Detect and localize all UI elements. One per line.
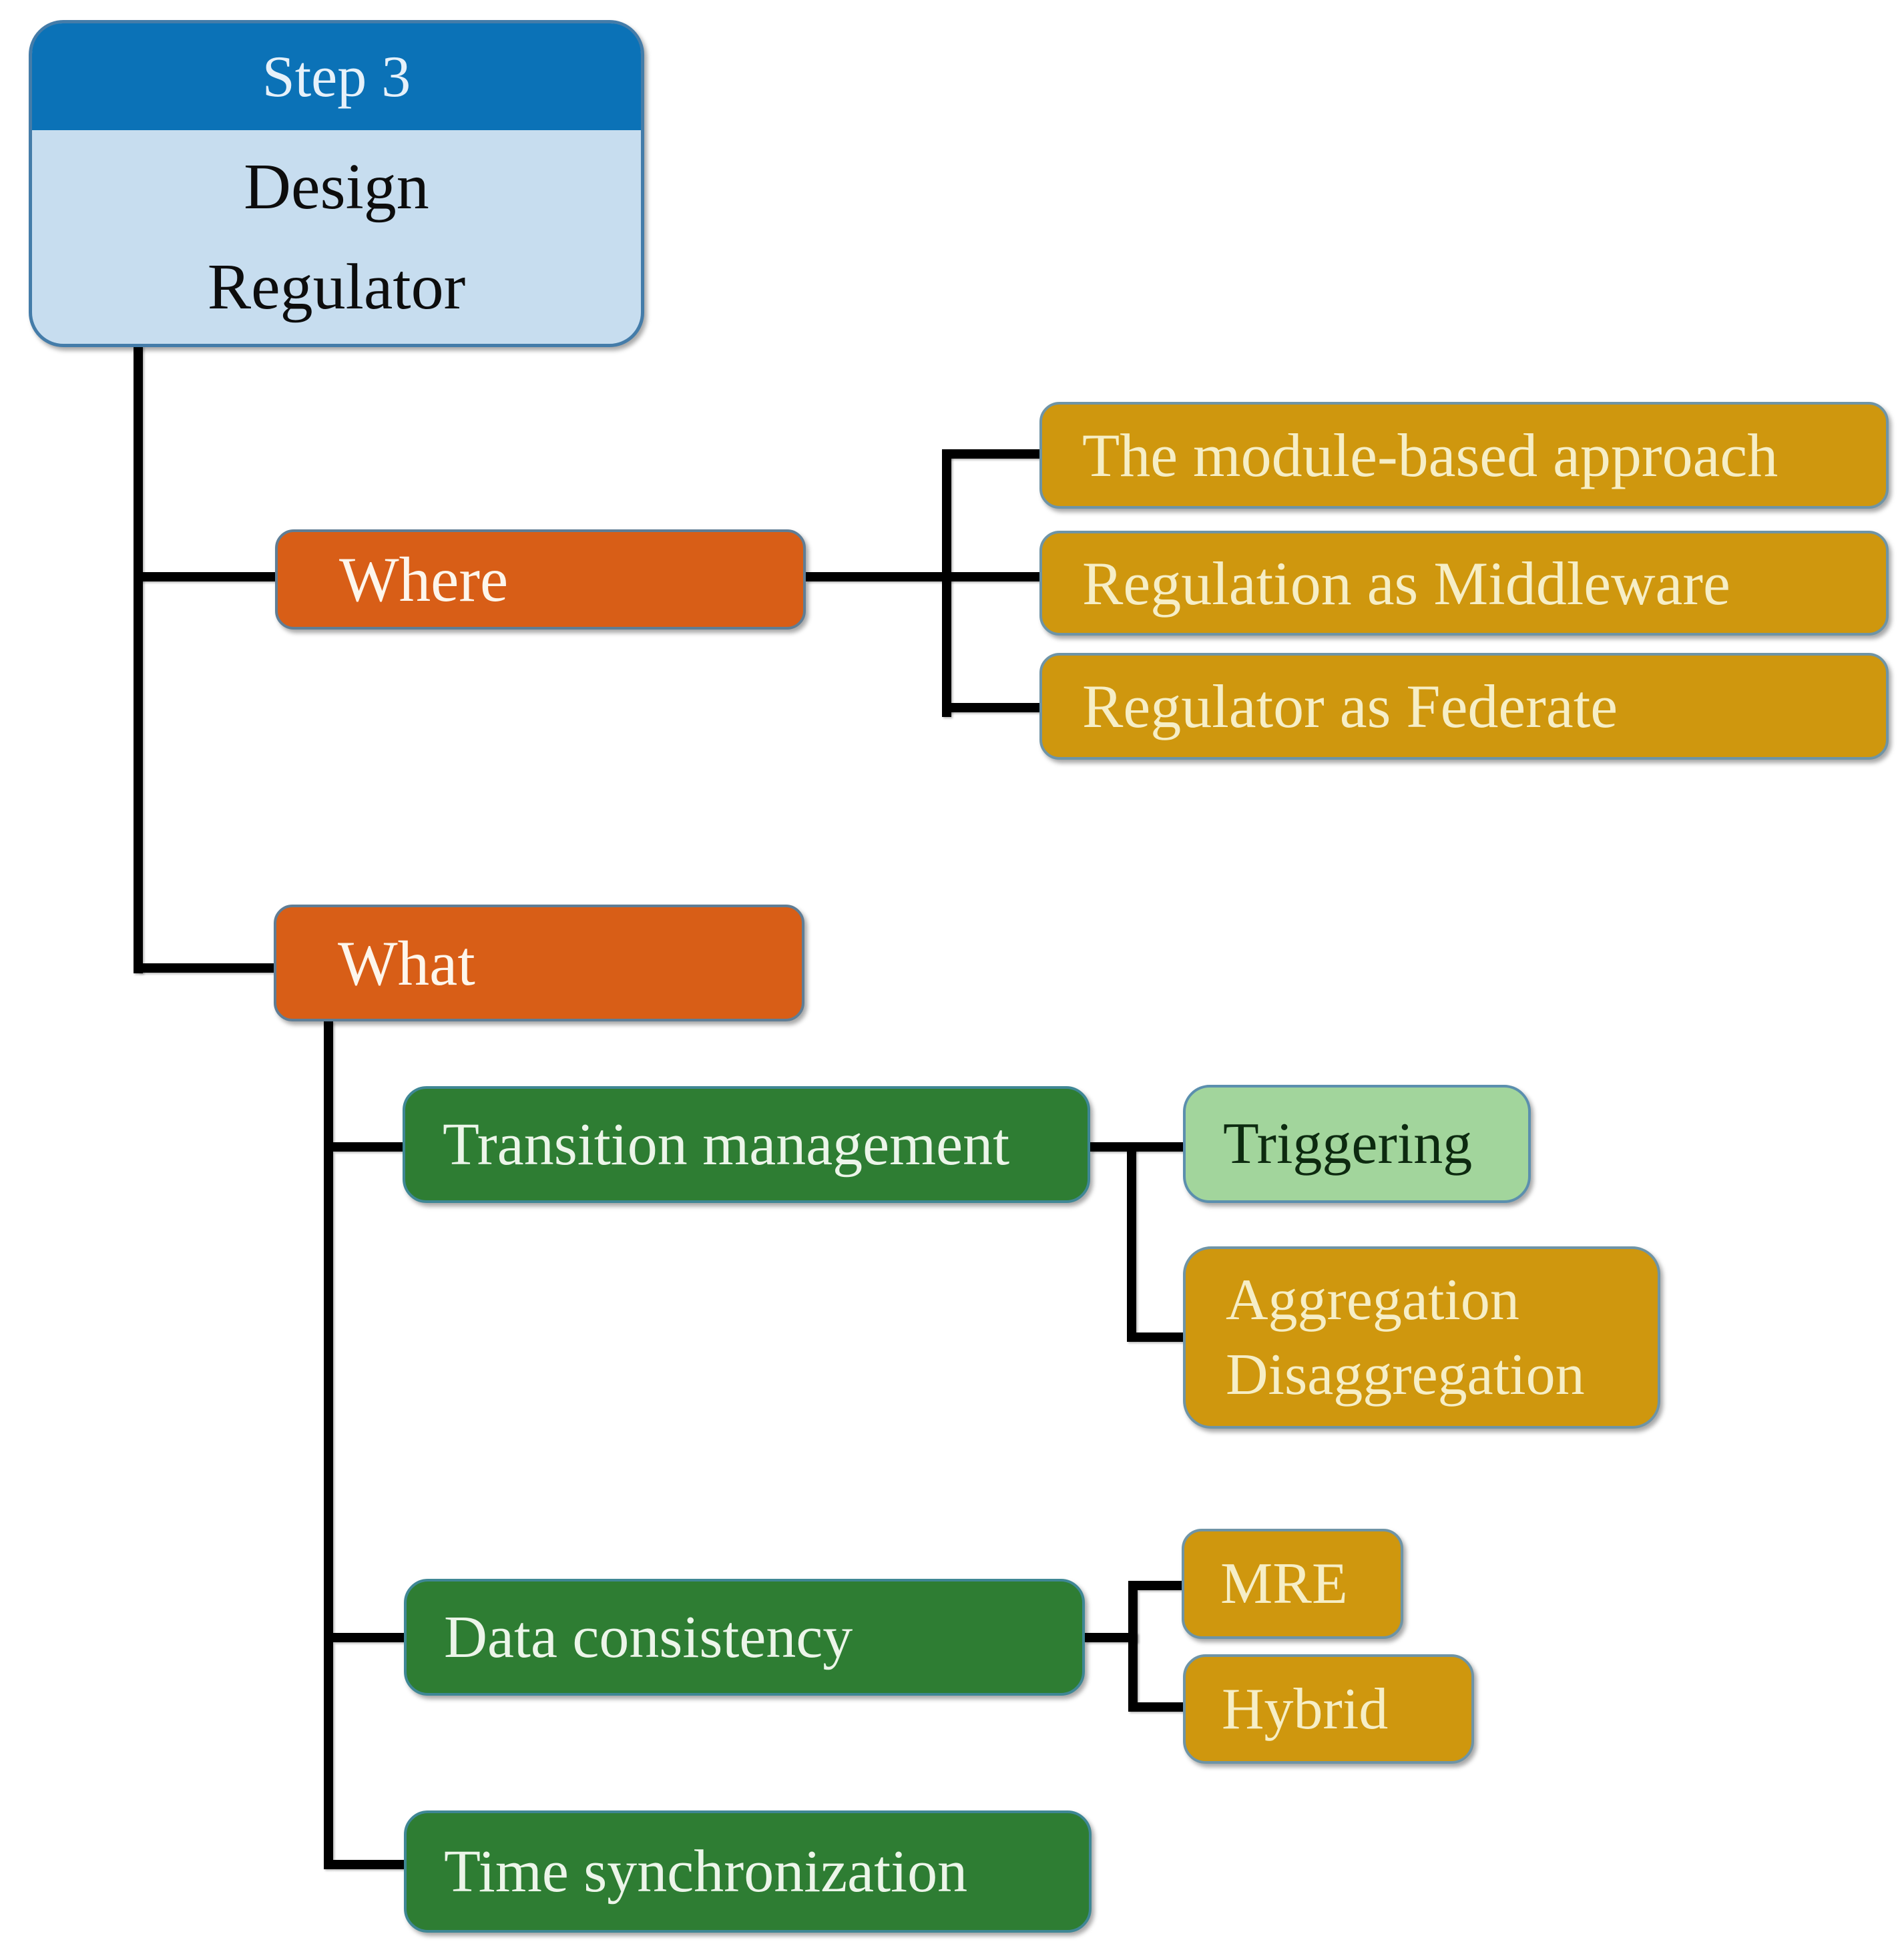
node-module-based-approach: The module-based approach — [1039, 402, 1889, 509]
connector-transition-to-triggering — [1090, 1142, 1183, 1152]
node-aggregation-disaggregation: Aggregation Disaggregation — [1183, 1246, 1660, 1429]
connector-branch-federate — [947, 703, 1039, 712]
connector-branch-middleware — [947, 572, 1039, 581]
connector-to-data-consistency — [333, 1633, 404, 1642]
node-time-synchronization: Time synchronization — [404, 1810, 1092, 1933]
node-where-label: Where — [339, 544, 509, 615]
node-aggregation-line1: Aggregation — [1226, 1267, 1519, 1332]
step-label: Step 3 — [262, 44, 411, 109]
node-what: What — [274, 905, 804, 1021]
node-hybrid-label: Hybrid — [1222, 1676, 1389, 1742]
connector-what-trunk — [324, 1021, 333, 1869]
node-regulation-as-middleware: Regulation as Middleware — [1039, 531, 1889, 636]
connector-data-to-spine — [1085, 1633, 1138, 1642]
connector-branch-aggregation — [1136, 1332, 1183, 1342]
node-triggering: Triggering — [1183, 1085, 1531, 1203]
root-title-line2: Regulator — [207, 251, 466, 323]
node-data-consistency-label: Data consistency — [444, 1604, 853, 1670]
node-regulator-as-federate: Regulator as Federate — [1039, 653, 1889, 760]
root-title-line1: Design — [244, 151, 429, 223]
node-transition-management-label: Transition management — [443, 1112, 1010, 1178]
node-where: Where — [275, 529, 806, 630]
connector-transition-spine — [1127, 1142, 1136, 1342]
connector-branch-mre — [1138, 1581, 1182, 1590]
node-mre-label: MRE — [1220, 1551, 1348, 1616]
connector-to-transition — [333, 1142, 403, 1152]
node-data-consistency: Data consistency — [404, 1579, 1085, 1696]
node-module-based-approach-label: The module-based approach — [1082, 421, 1778, 489]
node-step3-body: Design Regulator — [32, 130, 641, 344]
connector-where-to-spine — [806, 572, 947, 581]
node-mre: MRE — [1182, 1529, 1403, 1639]
connector-to-time-sync — [333, 1860, 404, 1869]
connector-data-spine — [1128, 1581, 1138, 1712]
node-step3-header: Step 3 — [32, 23, 641, 130]
node-regulation-as-middleware-label: Regulation as Middleware — [1082, 549, 1730, 618]
connector-trunk-to-what — [138, 963, 274, 973]
node-step3: Step 3 Design Regulator — [29, 20, 644, 347]
node-triggering-label: Triggering — [1223, 1112, 1473, 1176]
node-aggregation-line2: Disaggregation — [1226, 1342, 1585, 1407]
node-transition-management: Transition management — [403, 1086, 1090, 1203]
connector-root-trunk — [134, 346, 143, 973]
node-what-label: What — [338, 927, 475, 999]
connector-branch-hybrid — [1138, 1702, 1183, 1712]
node-hybrid: Hybrid — [1183, 1654, 1474, 1764]
node-regulator-as-federate-label: Regulator as Federate — [1082, 672, 1618, 740]
connector-trunk-to-where — [138, 572, 275, 581]
node-time-synchronization-label: Time synchronization — [444, 1839, 968, 1905]
connector-where-spine — [942, 449, 951, 717]
connector-branch-module-based — [947, 449, 1039, 459]
